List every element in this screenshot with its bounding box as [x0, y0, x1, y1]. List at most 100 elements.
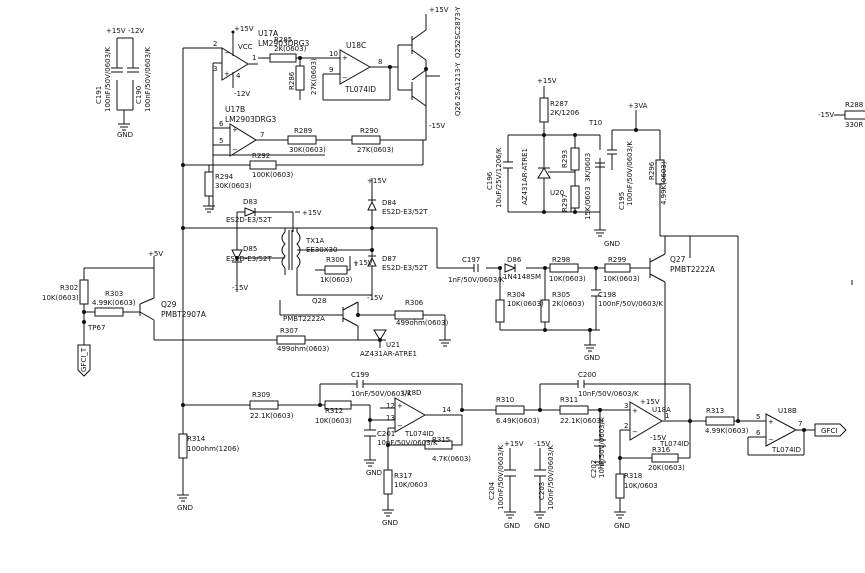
- c191-ref: C191: [95, 86, 103, 104]
- components-q28-ref: Q28: [312, 297, 326, 305]
- components-r300-ref: R300: [326, 256, 344, 264]
- components-r303-ref: R303: [105, 290, 123, 298]
- components-r289-ref: R289: [294, 127, 312, 135]
- components-c195-ref: C195: [618, 192, 626, 210]
- components-r285-val: 2K(0603): [274, 45, 307, 53]
- components-r285-ref: R285: [274, 36, 292, 44]
- components-c203-ref: C203: [538, 482, 546, 500]
- components-r302-ref: R302: [60, 284, 78, 292]
- components-r317-val: 10K/0603: [394, 481, 428, 489]
- svg-text:+: +: [224, 70, 230, 78]
- resistor-r292: R292 100K(0603): [249, 152, 293, 179]
- components-r311-val: 22.1K(0603): [560, 417, 604, 425]
- filter-stage-u18a: + − R310 6.49K(0603) R311 22.1K(0603) C2…: [462, 371, 706, 530]
- components-r300-val: 1K(0603): [320, 276, 353, 284]
- pins-p7: 7: [260, 131, 264, 139]
- components-c201-val: 10nF/50V/0603/K: [377, 439, 438, 447]
- components-q27-ref: Q27: [670, 255, 686, 264]
- components-c198-ref: C198: [598, 291, 616, 299]
- components-q29-ref: Q29: [161, 300, 177, 309]
- rails-m15v: -15V: [367, 294, 383, 302]
- pins-p6: 6: [219, 120, 224, 128]
- components-r303-val: 4.99K(0603): [92, 299, 136, 307]
- components-r296-ref: R296: [648, 161, 656, 180]
- transformer-bridge: D83 ES2D-E3/52T +15V D84 ES2D-E3/52T +15…: [226, 177, 428, 302]
- push-pull-q25-q26: +15V -15V Q25 2SC2873-Y Q26 2SA1213-Y: [388, 6, 462, 141]
- output-stage-u18b: + − GFCI R313 4.99K(0603) U18B TL074ID 5…: [665, 235, 847, 456]
- rails-gnd: GND: [504, 522, 520, 530]
- components-q29-val: PMBT2907A: [161, 310, 207, 319]
- u17a-ref: U17A: [258, 29, 279, 38]
- components-r318-val: 10K/0603: [624, 482, 658, 490]
- gnd-label: GND: [117, 131, 133, 139]
- components-c204-ref: C204: [488, 481, 496, 500]
- components-r310-val: 6.49K(0603): [496, 417, 540, 425]
- svg-text:−: −: [632, 428, 638, 436]
- components-r310-ref: R310: [496, 396, 514, 404]
- gfci-t-label: GFCI_T: [80, 347, 88, 372]
- components-r316-ref: R316: [652, 446, 671, 454]
- components-t10-ref: T10: [588, 119, 602, 127]
- components-r306-val: 499ohm(0603): [396, 319, 448, 327]
- vcc-label: VCC: [238, 43, 253, 51]
- components-c198-val: 100nF/50V/0603/K: [598, 300, 663, 308]
- components-u18d-ref: U18D: [402, 389, 421, 397]
- components-d85-val: ES2D-E3/52T: [226, 255, 272, 263]
- rails-p15v: +15V: [367, 177, 387, 185]
- rails-gnd: GND: [604, 240, 620, 248]
- components-r297-val: 15K/0603: [584, 186, 592, 220]
- components-r316-val: 20K(0603): [648, 464, 685, 472]
- svg-text:+: +: [342, 54, 348, 62]
- components-d87-val: ES2D-E3/52T: [382, 264, 428, 272]
- components-r298-val: 10K(0603): [549, 275, 586, 283]
- components-r309-val: 22.1K(0603): [250, 412, 294, 420]
- components-c201-ref: C201: [377, 430, 395, 438]
- components-u18d-val: TL074ID: [404, 430, 434, 438]
- components-r305-ref: R305: [552, 291, 570, 299]
- components-r299-val: 10K(0603): [603, 275, 640, 283]
- components-q25-ref: Q25: [454, 44, 462, 58]
- c191-value: 100nF/50V/0603/K: [104, 47, 112, 112]
- pins-p1: 1: [665, 412, 669, 420]
- rails-gnd: GND: [614, 522, 630, 530]
- pins-p5: 5: [219, 137, 223, 145]
- rails-p5v: +5V: [148, 250, 163, 258]
- pins-p1: 1: [252, 54, 256, 62]
- components-r297-ref: R297: [561, 194, 569, 212]
- components-r287-val: 2K/1206: [550, 109, 580, 117]
- components-r287-ref: R287: [550, 100, 568, 108]
- u18c-ref: U18C: [346, 41, 366, 50]
- rail-label: -12V: [128, 27, 144, 35]
- comparator-u17b: + − 6 5 7 U17B LM2903DRG3: [212, 105, 288, 210]
- pins-p10: 10: [329, 50, 338, 58]
- pins-p6: 6: [756, 429, 761, 437]
- components-q25-val: 2SC2873-Y: [454, 6, 462, 44]
- components-u21-val: AZ431AR-ATRE1: [360, 350, 417, 358]
- components-r311-ref: R311: [560, 396, 578, 404]
- rails-p15v: +15V: [640, 398, 660, 406]
- rails-gnd: GND: [534, 522, 550, 530]
- components-r315-val: 4.7K(0603): [432, 455, 471, 463]
- components-r290-val: 27K(0603): [357, 146, 394, 154]
- components-r312-ref: R312: [325, 407, 343, 415]
- components-tp67-ref: TP67: [87, 324, 105, 332]
- components-c200-ref: C200: [578, 371, 596, 379]
- detector-q27: C197 1nF/50V/0603/K D86 1N4148SM R298 10…: [436, 228, 853, 420]
- components-tx1a-val: EE30X30: [306, 246, 337, 254]
- rail-label: -12V: [234, 90, 250, 98]
- components-d87-ref: D87: [382, 255, 396, 263]
- svg-text:−: −: [224, 49, 230, 57]
- resistor-r290: R290 27K(0603): [351, 127, 424, 165]
- rails-gnd: GND: [584, 354, 600, 362]
- components-r304-ref: R304: [507, 291, 526, 299]
- resistor-r294: R294 30K(0603): [203, 165, 252, 213]
- components-d83-val: ES2D-E3/52T: [226, 216, 272, 224]
- svg-text:−: −: [397, 422, 403, 430]
- components-c203-val: 100nF/50V/0603/K: [547, 445, 555, 510]
- components-r288-ref: R288: [845, 101, 863, 109]
- components-c196-ref: C196: [486, 171, 494, 190]
- components-r313-val: 4.99K(0603): [705, 427, 749, 435]
- components-u18a-ref: U18A: [652, 406, 671, 414]
- rails-p15v: +15V: [429, 6, 449, 14]
